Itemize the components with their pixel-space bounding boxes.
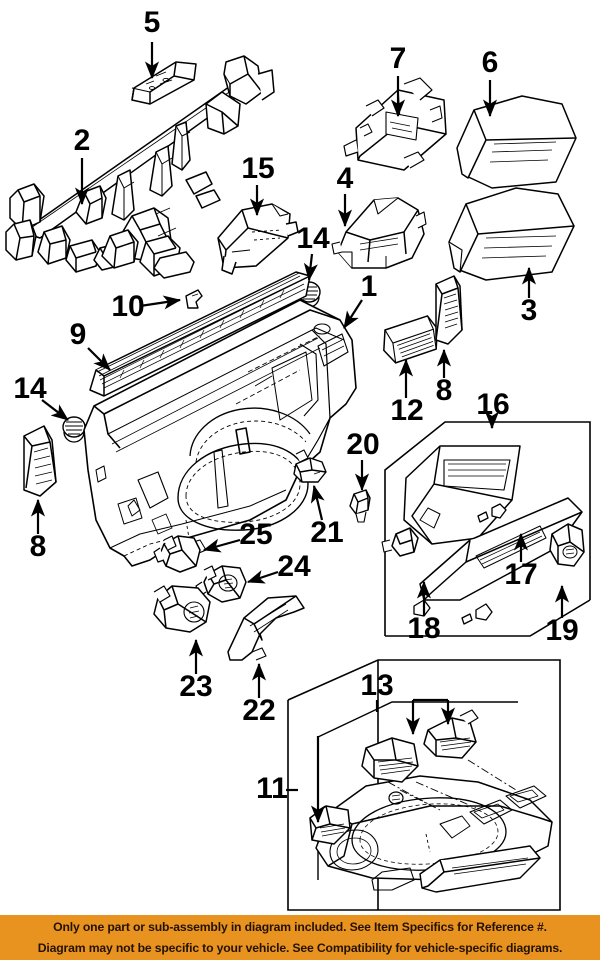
callout-4: 4 bbox=[337, 162, 354, 195]
callout-1: 1 bbox=[361, 270, 378, 303]
callout-numbers: 5 2 15 7 6 4 14 1 3 10 9 8 12 14 16 20 8… bbox=[13, 6, 578, 805]
callout-16: 16 bbox=[476, 388, 509, 421]
callout-11: 11 bbox=[256, 772, 288, 805]
callout-3: 3 bbox=[521, 294, 538, 327]
callout-22: 22 bbox=[242, 694, 275, 727]
callout-21: 21 bbox=[310, 516, 343, 549]
callout-5: 5 bbox=[144, 6, 161, 39]
parts-diagram: 5 2 15 7 6 4 14 1 3 10 9 8 12 14 16 20 8… bbox=[5, 6, 591, 911]
part-25-switch bbox=[153, 535, 201, 573]
part-2-reinforcement-beam bbox=[5, 55, 275, 279]
callout-plain-leaders bbox=[286, 418, 494, 792]
part-6-airbag-pad bbox=[456, 95, 577, 189]
banner-line-1: Only one part or sub-assembly in diagram… bbox=[53, 919, 547, 934]
part-4-bracket-frame bbox=[331, 197, 427, 269]
callout-18: 18 bbox=[407, 612, 440, 645]
part-15-bracket bbox=[217, 203, 299, 275]
callout-10: 10 bbox=[111, 290, 144, 323]
part-10-clip bbox=[185, 289, 203, 309]
callout-17: 17 bbox=[504, 558, 537, 591]
callout-25: 25 bbox=[239, 518, 272, 551]
callout-23: 23 bbox=[179, 670, 212, 703]
callout-2: 2 bbox=[74, 124, 91, 157]
group-16-glovebox-parts bbox=[381, 445, 585, 625]
part-24-switch bbox=[195, 565, 247, 603]
callout-20: 20 bbox=[346, 428, 379, 461]
callout-15: 15 bbox=[241, 152, 274, 185]
part-8-end-cover-left bbox=[23, 425, 57, 497]
group-11-cluster-parts bbox=[309, 709, 553, 893]
callout-14-upper: 14 bbox=[296, 222, 330, 255]
part-7-module bbox=[343, 77, 447, 171]
callout-19: 19 bbox=[545, 614, 578, 647]
part-8-end-cover-right bbox=[435, 275, 463, 345]
callout-7: 7 bbox=[390, 42, 407, 75]
part-3-airbag-pad bbox=[448, 187, 575, 281]
part-1-instrument-panel bbox=[83, 299, 357, 567]
callout-24: 24 bbox=[277, 550, 311, 583]
callout-8-left: 8 bbox=[30, 530, 47, 563]
part-23-switch bbox=[153, 585, 211, 633]
part-22-lower-trim bbox=[227, 595, 305, 661]
callout-leaders bbox=[30, 42, 570, 824]
callout-12: 12 bbox=[390, 394, 423, 427]
disclaimer-banner: Only one part or sub-assembly in diagram… bbox=[0, 915, 600, 960]
part-21-bracket bbox=[293, 449, 327, 483]
part-5-bracket bbox=[131, 61, 197, 105]
callout-8-right: 8 bbox=[436, 374, 453, 407]
callout-9: 9 bbox=[70, 318, 87, 351]
group-16-box bbox=[384, 421, 591, 637]
callout-6: 6 bbox=[482, 46, 499, 79]
part-14-grommet-lower bbox=[62, 416, 86, 443]
part-12-side-vent bbox=[383, 315, 439, 364]
banner-line-2: Diagram may not be specific to your vehi… bbox=[37, 940, 563, 955]
callout-14-lower: 14 bbox=[13, 372, 47, 405]
callout-13: 13 bbox=[360, 669, 393, 702]
